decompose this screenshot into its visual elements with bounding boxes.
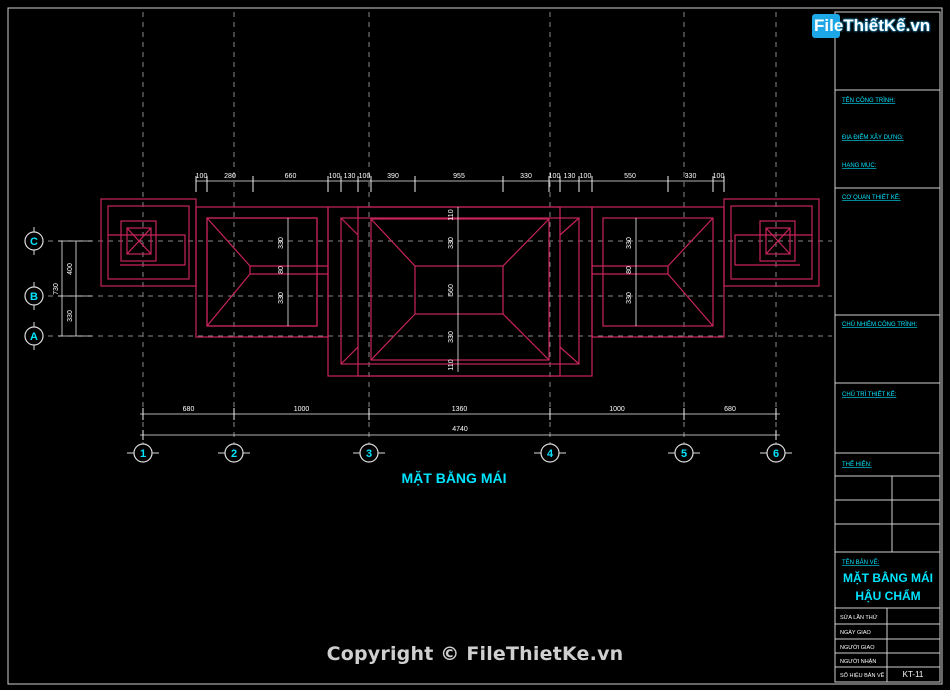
axis-bubble-col-4: 4 [534, 443, 566, 463]
axis-bubble-row-C: C [24, 227, 44, 255]
axis-bubble-col-1: 1 [127, 443, 159, 463]
tb-designer-label: THỂ HIỆN: [842, 460, 872, 468]
top-dim-label: 100 [196, 173, 208, 180]
axis-bubble-col-6: 6 [760, 443, 792, 463]
svg-text:C: C [30, 236, 38, 248]
top-dim-label: 330 [685, 173, 697, 180]
top-dim-label: 330 [520, 173, 532, 180]
inner-mid-dim-2: 330 [448, 237, 455, 249]
tb-item-label: HẠNG MỤC: [842, 163, 877, 169]
top-dim-label: 100 [580, 173, 592, 180]
tb-drawing-name-label: TÊN BẢN VẼ: [842, 558, 880, 566]
tb-sheet-no-label: SỐ HIỆU BẢN VẼ [840, 671, 885, 679]
logo: FileThiếtKế.vn [812, 12, 930, 40]
tb-deliverer-label: NGƯỜI GIAO [840, 644, 875, 651]
drawing-title: MẶT BẰNG MÁI [402, 469, 507, 486]
axis-bubble-col-2: 2 [218, 443, 250, 463]
tb-drawing-name-line1: MẶT BẰNG MÁI [843, 570, 933, 585]
inner-dimension-lines [287, 207, 637, 372]
axis-bubble-row-A: A [24, 322, 44, 350]
left-dim-1: 400 [67, 263, 74, 275]
inner-mid-dim-1: 110 [448, 209, 455, 220]
tb-manager-label: CHỦ NHIỆM CÔNG TRÌNH: [842, 320, 918, 328]
inner-right-dim-1: 330 [626, 237, 633, 249]
grid-axes-horizontal [48, 240, 832, 337]
tb-lead-label: CHỦ TRÌ THIẾT KẾ: [842, 391, 897, 398]
tb-receiver-label: NGƯỜI NHẬN [840, 658, 876, 665]
title-block [834, 11, 941, 683]
svg-text:A: A [30, 331, 38, 343]
inner-mid-dim-5: 110 [448, 359, 455, 370]
inner-left-dim-1: 330 [278, 237, 285, 249]
top-dim-label: 100 [329, 173, 341, 180]
inner-right-dim-2: 80 [626, 266, 633, 274]
svg-text:5: 5 [681, 448, 687, 460]
bottom-dim-label: 1000 [294, 406, 310, 413]
svg-text:6: 6 [773, 448, 779, 460]
top-dim-label: 660 [285, 173, 297, 180]
inner-left-dim-3: 330 [278, 292, 285, 304]
bottom-dim-label: 680 [724, 406, 736, 413]
axis-bubble-row-B: B [24, 282, 44, 310]
tb-drawing-name-line2: HẬU CHẨM [855, 588, 920, 603]
bottom-dimension-chain [140, 413, 780, 436]
svg-text:2: 2 [231, 448, 237, 460]
axis-bubble-col-3: 3 [353, 443, 385, 463]
left-total-dim: 730 [53, 283, 60, 295]
top-dim-label: 130 [564, 173, 576, 180]
tb-project-label: TÊN CÔNG TRÌNH: [842, 96, 896, 104]
top-dim-label: 100 [549, 173, 561, 180]
top-dim-label: 550 [624, 173, 636, 180]
svg-text:4: 4 [547, 448, 554, 460]
svg-text:B: B [30, 291, 38, 303]
bottom-total-dim: 4740 [452, 426, 468, 433]
inner-right-dim-3: 330 [626, 292, 633, 304]
tb-agency-label: CƠ QUAN THIẾT KẾ: [842, 194, 901, 201]
top-dim-label: 130 [344, 173, 356, 180]
svg-text:3: 3 [366, 448, 372, 460]
outer-frame [7, 7, 943, 685]
left-dimension-chain [58, 240, 92, 337]
tb-delivery-date-label: NGÀY GIAO [840, 629, 871, 636]
tb-location-label: ĐỊA ĐIỂM XÂY DỰNG: [842, 134, 904, 141]
top-dim-label: 100 [359, 173, 371, 180]
logo-badge [812, 14, 840, 38]
axis-bubble-col-5: 5 [668, 443, 700, 463]
grid-axes-vertical [142, 12, 777, 445]
copyright-watermark: Copyright © FileThietKe.vn [326, 643, 624, 665]
bottom-dim-label: 1000 [609, 406, 625, 413]
inner-mid-dim-3: 560 [448, 284, 455, 296]
top-dim-label: 100 [713, 173, 725, 180]
left-dim-2: 330 [67, 310, 74, 322]
bottom-dim-label: 1360 [452, 406, 468, 413]
inner-left-dim-2: 80 [278, 266, 285, 274]
roof-plan [100, 198, 820, 377]
svg-text:1: 1 [140, 448, 146, 460]
top-dim-label: 280 [224, 173, 236, 180]
top-dim-label: 955 [453, 173, 465, 180]
inner-mid-dim-4: 330 [448, 331, 455, 343]
top-dim-label: 390 [387, 173, 399, 180]
tb-sheet-no: KT-11 [903, 670, 924, 679]
bottom-dim-label: 680 [183, 406, 195, 413]
logo-text: FileThiếtKế.vn [814, 16, 931, 35]
tb-revision-label: SỬA LẦN THỨ [840, 614, 878, 621]
